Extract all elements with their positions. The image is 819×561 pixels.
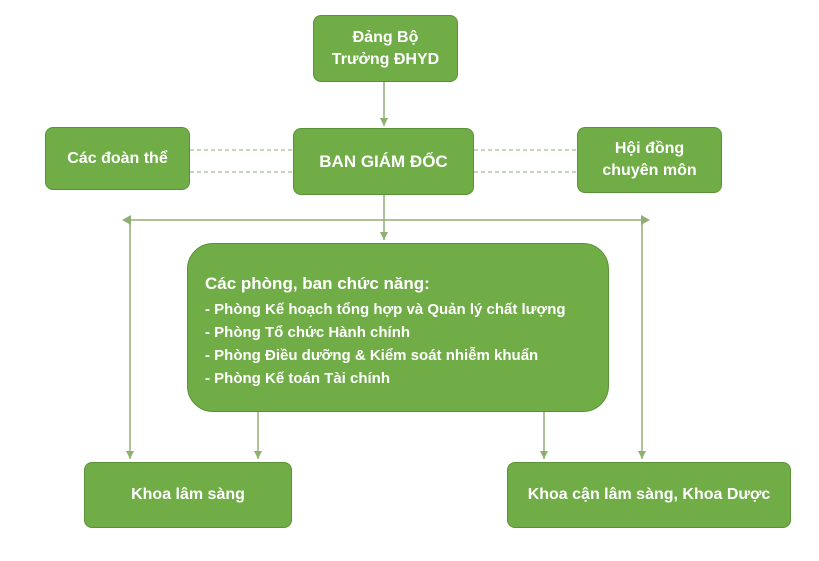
paraclinical-label: Khoa cận lâm sàng, Khoa Dược [527, 486, 771, 503]
unions-box: Các đoàn thể [45, 127, 190, 190]
council-line1: Hội đồng [614, 140, 685, 157]
professional-council-box: Hội đồng chuyên môn [577, 127, 722, 193]
board-of-directors-box: BAN GIÁM ĐỐC [293, 128, 474, 195]
party-line1: Đảng Bộ [352, 28, 419, 46]
functional-departments-box: Các phòng, ban chức năng: - Phòng Kế hoạ… [187, 243, 609, 412]
functional-item: - Phòng Điều dưỡng & Kiểm soát nhiễm khu… [205, 347, 539, 364]
functional-item: - Phòng Kế toán Tài chính [205, 370, 390, 387]
distribution-bar-right-head [641, 215, 650, 225]
board-label: BAN GIÁM ĐỐC [319, 151, 448, 171]
party-line2: Trưởng ĐHYD [331, 50, 440, 68]
clinical-departments-box: Khoa lâm sàng [84, 462, 292, 528]
unions-label: Các đoàn thể [67, 149, 168, 167]
functional-title: Các phòng, ban chức năng: [205, 274, 430, 293]
clinical-label: Khoa lâm sàng [131, 486, 245, 503]
council-line2: chuyên môn [602, 162, 697, 179]
paraclinical-departments-box: Khoa cận lâm sàng, Khoa Dược [507, 462, 791, 528]
party-committee-box: Đảng Bộ Trưởng ĐHYD [313, 15, 458, 82]
functional-item: - Phòng Tổ chức Hành chính [205, 324, 411, 341]
distribution-bar-left-head [122, 215, 131, 225]
functional-item: - Phòng Kế hoạch tổng hợp và Quản lý chấ… [205, 301, 566, 318]
